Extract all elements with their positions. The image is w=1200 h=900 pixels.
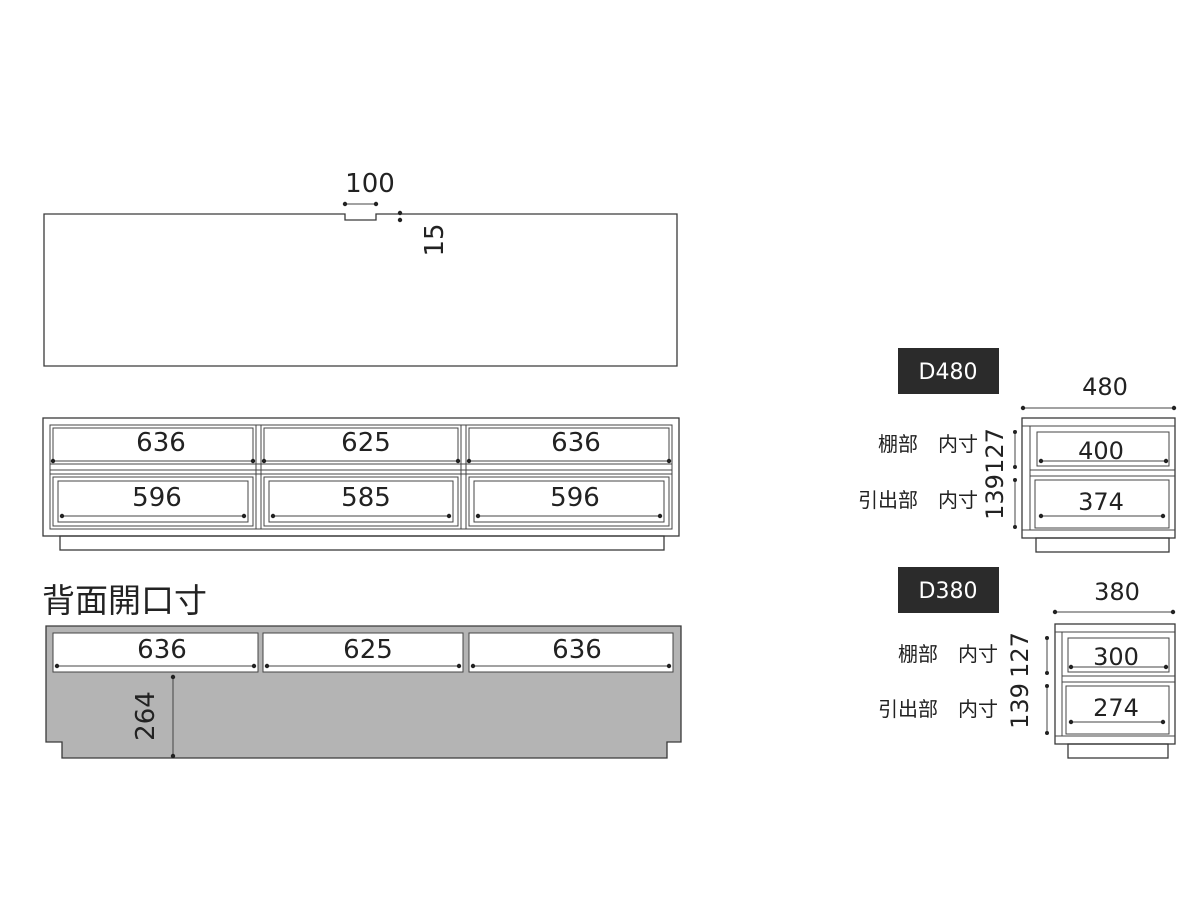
back-view: 背面開口寸 636 625 636 264 <box>42 581 682 759</box>
dim-dot <box>59 513 65 519</box>
dim-dot <box>1170 609 1176 615</box>
drawer-inner <box>57 480 249 523</box>
drawer-width-label: 585 <box>341 483 391 513</box>
dim-dot <box>1068 719 1074 725</box>
d380-shelf-depth-label: 300 <box>1093 643 1139 671</box>
drawer-inner <box>268 480 454 523</box>
dim-dot <box>270 513 276 519</box>
side-view-d480: D480 480 400 374 127 139 棚部 内寸 引出部 内寸 <box>858 348 1177 553</box>
notch-width-label: 100 <box>345 169 395 199</box>
dim-dot <box>1045 671 1049 675</box>
shelf-width-label: 625 <box>341 428 391 458</box>
dim-dot <box>54 663 60 669</box>
top-outline <box>43 213 678 367</box>
dim-dot <box>1013 478 1017 482</box>
dim-dot <box>241 513 247 519</box>
dim-dot <box>170 674 176 680</box>
dim-dot <box>1038 513 1044 519</box>
drawer-inner <box>473 480 665 523</box>
d480-drawer-label: 引出部 内寸 <box>858 488 978 512</box>
drawer-width-label: 596 <box>550 483 600 513</box>
dim-dot <box>666 458 672 464</box>
d480-drawer-height-label: 139 <box>981 474 1009 520</box>
d380-side-outline <box>1054 623 1176 745</box>
drawer-front <box>263 476 459 527</box>
dim-dot <box>1171 405 1177 411</box>
dim-dot <box>264 663 270 669</box>
d480-badge-text: D480 <box>919 360 978 385</box>
dim-dot <box>466 458 472 464</box>
dim-dot <box>470 663 476 669</box>
d380-plinth <box>1067 743 1169 759</box>
dim-dot <box>657 513 663 519</box>
d480-depth-label: 480 <box>1082 373 1128 401</box>
front-view: 636 625 636 596 585 596 <box>42 417 680 551</box>
drawer-front <box>468 476 670 527</box>
dim-dot <box>446 513 452 519</box>
dim-dot <box>1045 731 1049 735</box>
dim-dot <box>261 458 267 464</box>
d480-shelf-label: 棚部 内寸 <box>878 432 978 456</box>
dim-dot <box>342 201 348 207</box>
drawer-width-label: 596 <box>132 483 182 513</box>
dim-dot <box>397 217 403 223</box>
d380-drawer-label: 引出部 内寸 <box>878 697 998 721</box>
d380-drawer-height-label: 139 <box>1006 683 1034 729</box>
opening-width-label: 636 <box>137 635 187 665</box>
dim-dot <box>1013 430 1017 434</box>
dim-dot <box>1052 609 1058 615</box>
dim-dot <box>397 210 403 216</box>
dim-dot <box>373 201 379 207</box>
d480-shelf-height-label: 127 <box>981 428 1009 474</box>
d380-shelf-height-label: 127 <box>1006 632 1034 678</box>
notch-depth-label: 15 <box>420 223 450 256</box>
dim-dot <box>1163 664 1169 670</box>
d380-badge-text: D380 <box>919 579 978 604</box>
top-view: 100 15 <box>43 169 678 367</box>
d380-shelf-label: 棚部 内寸 <box>898 642 998 666</box>
d380-depth-label: 380 <box>1094 578 1140 606</box>
d480-plinth <box>1035 537 1170 553</box>
front-plinth <box>59 535 665 551</box>
dim-dot <box>170 753 176 759</box>
dim-dot <box>1160 513 1166 519</box>
d380-drawer-box <box>1065 685 1170 735</box>
opening-height-label: 264 <box>131 691 161 741</box>
opening-width-label: 636 <box>552 635 602 665</box>
dim-dot <box>50 458 56 464</box>
drawer-front <box>52 476 254 527</box>
shelf-width-label: 636 <box>551 428 601 458</box>
dim-dot <box>1068 664 1074 670</box>
back-view-title: 背面開口寸 <box>42 581 207 620</box>
dim-dot <box>1163 458 1169 464</box>
d380-badge <box>898 567 999 613</box>
dim-dot <box>1013 525 1017 529</box>
dim-dot <box>1038 458 1044 464</box>
d480-drawer-box <box>1034 479 1170 529</box>
dim-dot <box>1160 719 1166 725</box>
d480-shelf-depth-label: 400 <box>1078 437 1124 465</box>
dim-dot <box>1013 465 1017 469</box>
opening-width-label: 625 <box>343 635 393 665</box>
d380-drawer-depth-label: 274 <box>1093 694 1139 722</box>
front-inner-frame <box>49 424 673 530</box>
dim-dot <box>475 513 481 519</box>
dim-dot <box>251 663 257 669</box>
shelf-width-label: 636 <box>136 428 186 458</box>
dim-dot <box>1045 636 1049 640</box>
d380-shelf-space <box>1067 637 1170 673</box>
dim-dot <box>456 663 462 669</box>
d480-drawer-depth-label: 374 <box>1078 488 1124 516</box>
dim-dot <box>666 663 672 669</box>
d480-badge <box>898 348 999 394</box>
dim-dot <box>250 458 256 464</box>
dim-dot <box>1045 684 1049 688</box>
d480-shelf-space <box>1036 431 1170 467</box>
dim-dot <box>455 458 461 464</box>
dim-dot <box>1020 405 1026 411</box>
d480-side-outline <box>1021 417 1176 539</box>
side-view-d380: D380 380 300 274 127 139 棚部 内寸 引出部 内寸 <box>878 567 1176 759</box>
